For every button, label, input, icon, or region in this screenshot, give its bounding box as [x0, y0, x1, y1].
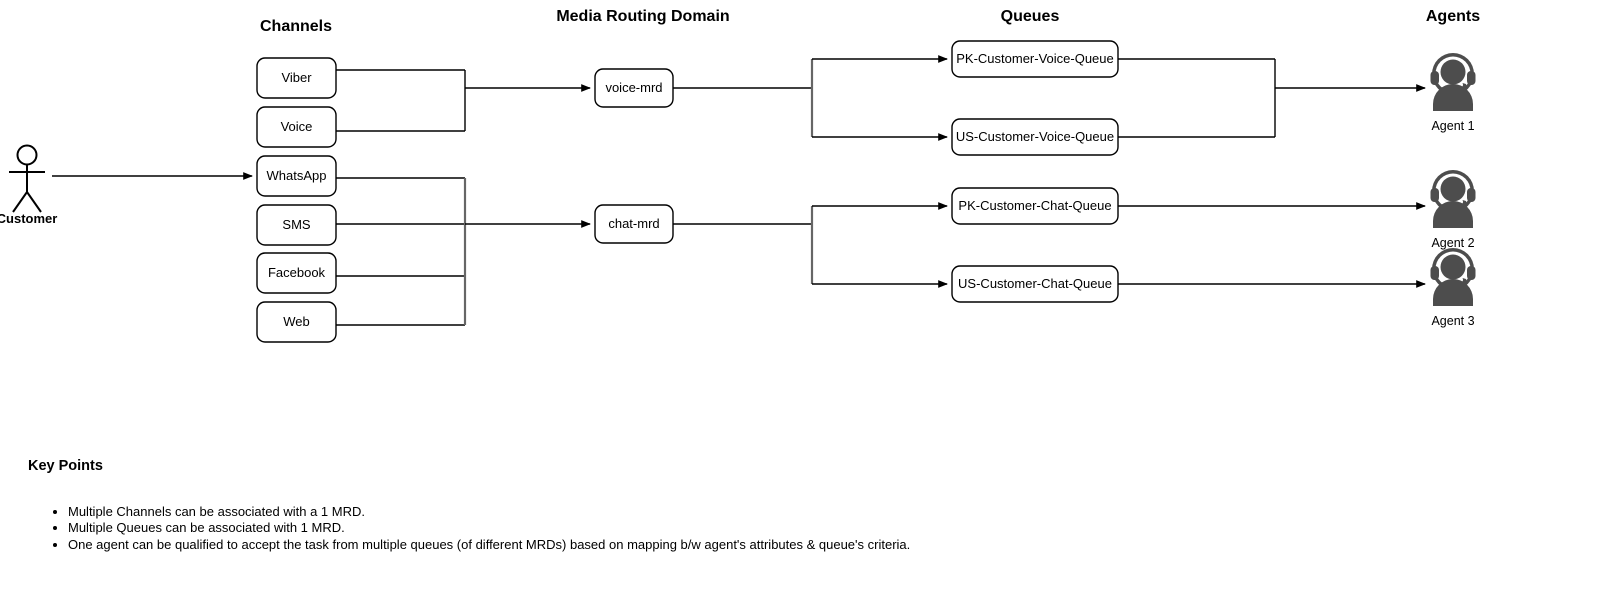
channel-label-facebook: Facebook	[268, 265, 326, 280]
key-point-item: Multiple Queues can be associated with 1…	[68, 520, 1228, 536]
actor-leg-right	[26, 191, 42, 213]
queue-label-us-customer-voice-queue: US-Customer-Voice-Queue	[956, 129, 1114, 144]
header-agents: Agents	[1426, 8, 1480, 25]
channel-node-web[interactable]: Web	[256, 301, 337, 343]
actor-leg-left	[12, 191, 28, 213]
channel-box-sms[interactable]	[256, 204, 337, 246]
channel-label-voice: Voice	[281, 119, 313, 134]
edges-chat-mrd-to-queues	[673, 202, 948, 288]
queue-node-us-customer-voice-queue[interactable]: US-Customer-Voice-Queue	[951, 118, 1119, 156]
agent-label-agent-2: Agent 2	[1431, 236, 1474, 250]
channel-box-voice[interactable]	[256, 106, 337, 148]
edges-channels-to-chat-mrd	[336, 177, 591, 326]
channel-node-facebook[interactable]: Facebook	[256, 252, 337, 294]
channel-label-web: Web	[283, 314, 310, 329]
agent-label-agent-3: Agent 3	[1431, 314, 1474, 328]
agent-node-agent-3[interactable]: Agent 3	[1430, 248, 1476, 328]
queue-node-us-customer-chat-queue[interactable]: US-Customer-Chat-Queue	[951, 265, 1119, 303]
channel-node-voice[interactable]: Voice	[256, 106, 337, 148]
agents-group: Agent 1 Agent 2	[1430, 53, 1476, 328]
queue-node-pk-customer-chat-queue[interactable]: PK-Customer-Chat-Queue	[951, 187, 1119, 225]
edges-channels-to-voice-mrd	[336, 69, 591, 132]
channels-group: Viber Voice WhatsApp SMS Facebook Web	[256, 57, 337, 343]
agent-node-agent-1[interactable]: Agent 1	[1430, 53, 1476, 133]
header-media-routing-domain: Media Routing Domain	[556, 8, 729, 25]
queue-label-pk-customer-chat-queue: PK-Customer-Chat-Queue	[958, 198, 1111, 213]
headset-agent-icon	[1430, 170, 1476, 228]
channel-node-sms[interactable]: SMS	[256, 204, 337, 246]
mrd-label-voice-mrd: voice-mrd	[605, 80, 662, 95]
key-point-item: One agent can be qualified to accept the…	[68, 537, 1228, 553]
queue-node-pk-customer-voice-queue[interactable]: PK-Customer-Voice-Queue	[951, 40, 1119, 78]
header-channels: Channels	[260, 18, 332, 35]
channel-box-whatsapp[interactable]	[256, 155, 337, 197]
mrd-group: voice-mrd chat-mrd	[594, 68, 674, 244]
actor-label-customer: Customer	[0, 211, 57, 226]
queue-label-pk-customer-voice-queue: PK-Customer-Voice-Queue	[956, 51, 1114, 66]
edges-voice-mrd-to-queues	[673, 55, 948, 141]
channel-node-viber[interactable]: Viber	[256, 57, 337, 99]
key-points-title: Key Points	[28, 458, 103, 474]
channel-box-viber[interactable]	[256, 57, 337, 99]
edges-voice-queues-to-agent-1	[1118, 58, 1426, 138]
agent-node-agent-2[interactable]: Agent 2	[1430, 170, 1476, 250]
column-headers: Channels Media Routing Domain Queues Age…	[260, 8, 1480, 35]
agent-label-agent-1: Agent 1	[1431, 119, 1474, 133]
channel-label-sms: SMS	[282, 217, 311, 232]
headset-agent-icon	[1430, 53, 1476, 111]
mrd-node-chat-mrd[interactable]: chat-mrd	[594, 204, 674, 244]
channel-node-whatsapp[interactable]: WhatsApp	[256, 155, 337, 197]
key-points-section: Key Points Multiple Channels can be asso…	[28, 458, 1228, 553]
mrd-label-chat-mrd: chat-mrd	[608, 216, 659, 231]
key-points-list: Multiple Channels can be associated with…	[28, 504, 1228, 553]
actor-customer: Customer	[0, 144, 57, 226]
channel-box-facebook[interactable]	[256, 252, 337, 294]
actor-head-icon	[16, 144, 38, 166]
channel-box-web[interactable]	[256, 301, 337, 343]
edges-chat-queues-to-agents	[1118, 202, 1426, 288]
header-queues: Queues	[1001, 8, 1060, 25]
headset-agent-icon	[1430, 248, 1476, 306]
channel-label-whatsapp: WhatsApp	[267, 168, 327, 183]
queues-group: PK-Customer-Voice-Queue US-Customer-Voic…	[951, 40, 1119, 303]
queue-label-us-customer-chat-queue: US-Customer-Chat-Queue	[958, 276, 1112, 291]
mrd-node-voice-mrd[interactable]: voice-mrd	[594, 68, 674, 108]
key-point-item: Multiple Channels can be associated with…	[68, 504, 1228, 520]
channel-label-viber: Viber	[281, 70, 312, 85]
